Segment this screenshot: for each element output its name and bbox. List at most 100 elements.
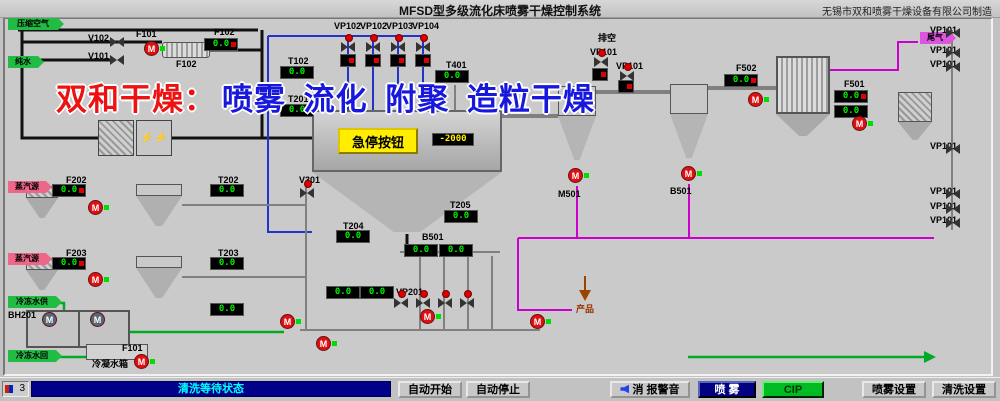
equipment-tag: T204 (343, 221, 364, 231)
valve-icon[interactable] (416, 34, 430, 52)
pump-icon[interactable]: M (748, 92, 769, 107)
page-indicator: 3 (2, 381, 29, 397)
valve-right-triangle (467, 298, 474, 308)
equipment-tag: VP103 (386, 21, 414, 31)
valve-right-triangle (423, 42, 430, 52)
cip-mode-button[interactable]: CIP (762, 381, 824, 398)
valve-right-triangle (117, 55, 124, 65)
value-display: 0.0 (210, 257, 244, 270)
emergency-stop-button[interactable]: 急停按钮 (338, 128, 418, 154)
valve-icon[interactable] (391, 34, 405, 52)
condensate-tank (86, 344, 148, 360)
run-led-icon (296, 319, 301, 324)
valve-right-triangle (423, 298, 430, 308)
mute-icon (620, 384, 630, 394)
equipment-tag: VP101 (930, 25, 958, 35)
arrow-right-icon (56, 350, 62, 362)
valve-status-led (464, 290, 472, 298)
pump-icon[interactable]: M (316, 336, 337, 351)
valve-status-led (624, 63, 632, 71)
valve-icon[interactable] (620, 63, 634, 81)
valve-icon[interactable] (110, 55, 124, 65)
value-display: 0.0 (439, 244, 473, 257)
auto-start-button[interactable]: 自动开始 (398, 381, 462, 398)
value-display: 0.0 (444, 210, 478, 223)
source-label: 纯水 (8, 56, 44, 68)
equipment-tag: F102 (214, 27, 235, 37)
alarm-led-icon (751, 78, 756, 83)
value-display (592, 68, 608, 81)
valve-status-led (395, 34, 403, 42)
mute-label: 消 报警音 (632, 383, 680, 396)
pump-icon[interactable]: M (88, 272, 109, 287)
pump-icon[interactable]: M (280, 314, 301, 329)
right-hopper-body (898, 92, 932, 122)
arrow-right-icon (56, 296, 62, 308)
pump-icon[interactable]: M (144, 41, 165, 56)
valve-right-triangle (373, 42, 380, 52)
equipment-tag: VP101 (930, 141, 958, 151)
source-label: 压缩空气 (8, 18, 64, 30)
valve-icon[interactable] (946, 204, 960, 214)
arrow-right-icon (46, 181, 52, 193)
valve-left-triangle (946, 62, 953, 72)
valve-icon[interactable] (110, 37, 124, 47)
valve-icon[interactable] (341, 34, 355, 52)
equipment-tag: 排空 (598, 33, 617, 43)
condenser-tower (776, 56, 830, 114)
valve-icon[interactable] (946, 28, 960, 38)
valve-icon[interactable] (460, 290, 474, 308)
valve-icon[interactable] (394, 290, 408, 308)
pump-icon[interactable]: M (88, 200, 109, 215)
pump-icon[interactable]: M (90, 312, 105, 327)
valve-icon[interactable] (946, 48, 960, 58)
equipment-tag: VP101 (930, 59, 958, 69)
valve-icon[interactable] (946, 144, 960, 154)
spray-mode-button[interactable]: 喷 雾 (698, 381, 756, 398)
pump-icon[interactable]: M (530, 314, 551, 329)
pump-icon[interactable]: M (852, 116, 873, 131)
valve-icon[interactable] (594, 49, 608, 67)
valve-left-triangle (391, 42, 398, 52)
valve-left-triangle (110, 37, 117, 47)
pump-icon[interactable]: M (568, 168, 589, 183)
equipment-tag: VP102 (360, 21, 388, 31)
page-title: MFSD型多级流化床喷雾干燥控制系统 (399, 4, 601, 18)
valve-icon[interactable] (946, 218, 960, 228)
run-led-icon (332, 341, 337, 346)
equipment-tag: V101 (88, 51, 110, 61)
run-led-icon (160, 46, 165, 51)
valve-left-triangle (946, 204, 953, 214)
valve-icon[interactable] (946, 189, 960, 199)
pump-icon[interactable]: M (681, 166, 702, 181)
equipment-tag: VP102 (334, 21, 362, 31)
valve-status-led (304, 180, 312, 188)
alarm-led-icon (79, 261, 84, 266)
valve-icon[interactable] (946, 62, 960, 72)
pump-icon[interactable]: M (134, 354, 155, 369)
source-label: 蒸汽源 (8, 181, 52, 193)
alarm-led-icon (374, 58, 379, 63)
alarm-led-icon (349, 58, 354, 63)
equipment-tag: T201 (288, 94, 309, 104)
pump-icon[interactable]: M (42, 312, 57, 327)
equipment-tag: VP104 (412, 21, 440, 31)
valve-icon[interactable] (366, 34, 380, 52)
valve-status-led (345, 34, 353, 42)
arrow-right-icon (38, 56, 44, 68)
auto-stop-button[interactable]: 自动停止 (466, 381, 530, 398)
equipment-tag: F501 (844, 79, 865, 89)
valve-icon[interactable] (438, 290, 452, 308)
spray-settings-button[interactable]: 喷雾设置 (862, 381, 926, 398)
alarm-led-icon (424, 58, 429, 63)
valve-icon[interactable] (416, 290, 430, 308)
pump-icon[interactable]: M (420, 309, 441, 324)
value-display: 0.0 (360, 286, 394, 299)
valve-right-triangle (398, 42, 405, 52)
mute-alarm-button[interactable]: 消 报警音 (610, 381, 690, 398)
valve-right-triangle (953, 48, 960, 58)
clean-settings-button[interactable]: 清洗设置 (932, 381, 996, 398)
equipment-tag: VP201 (396, 287, 424, 297)
valve-icon[interactable] (300, 180, 314, 198)
source-label: 蒸汽源 (8, 253, 52, 265)
